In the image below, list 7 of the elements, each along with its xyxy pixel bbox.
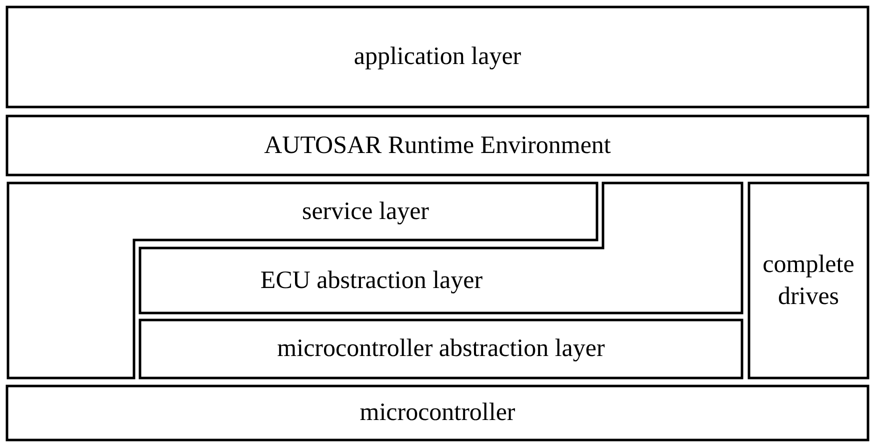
layer-label: microcontroller abstraction layer [277, 334, 605, 364]
layer-label: service layer [302, 196, 429, 226]
layer-label: AUTOSAR Runtime Environment [264, 130, 611, 160]
layer-label: ECU abstraction layer [260, 266, 483, 296]
layer-label: application layer [354, 42, 522, 72]
layer-label: microcontroller [360, 398, 516, 428]
layer-label: complete drives [762, 250, 856, 312]
